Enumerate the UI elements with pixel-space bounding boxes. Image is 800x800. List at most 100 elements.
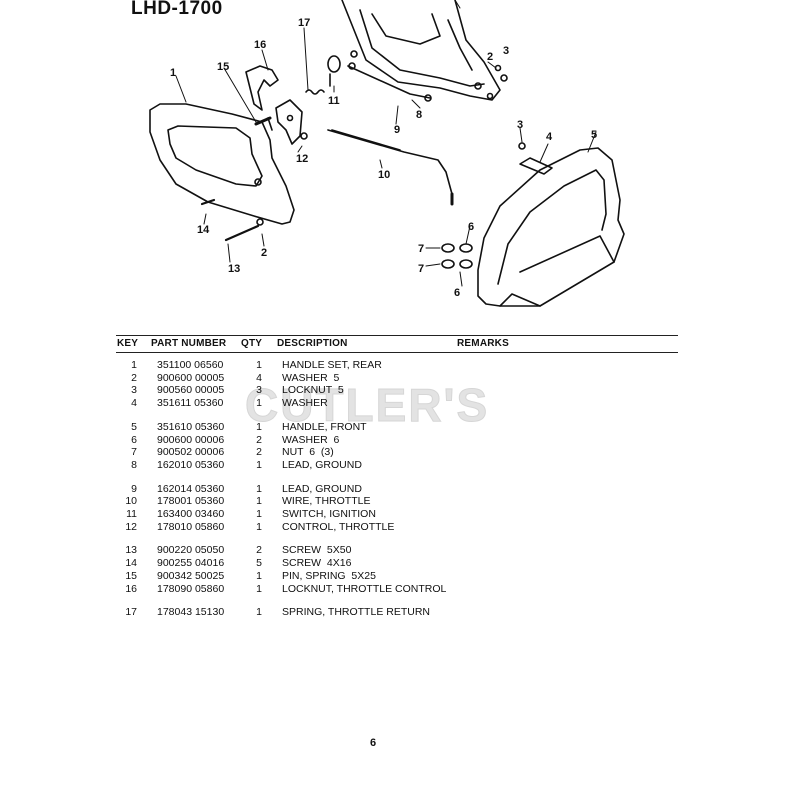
callout-10: 10: [378, 169, 390, 181]
table-row: 12 178010 05860 1 CONTROL, THROTTLE: [0, 521, 800, 534]
table-row: 1 351100 06560 1 HANDLE SET, REAR: [0, 359, 800, 372]
qty-cell: 1: [256, 420, 262, 433]
key-cell: 14: [125, 557, 137, 570]
description-cell: WASHER 6: [282, 433, 340, 446]
key-cell: 7: [131, 446, 137, 459]
table-row: 16 178090 05860 1 LOCKNUT, THROTTLE CONTROL: [0, 583, 800, 596]
table-row: 6 900600 00006 2 WASHER 6: [0, 434, 800, 447]
header-key: KEY: [117, 338, 139, 349]
qty-cell: 2: [256, 544, 262, 557]
callout-3b: 3: [503, 45, 509, 57]
part-number-cell: 178010 05860: [157, 520, 225, 533]
description-cell: NUT 6 (3): [282, 446, 334, 459]
description-cell: SCREW 4X16: [282, 557, 352, 570]
key-cell: 16: [125, 582, 137, 595]
description-cell: SCREW 5X50: [282, 544, 352, 557]
description-cell: HANDLE, FRONT: [282, 420, 367, 433]
callout-3: 3: [517, 119, 523, 131]
callout-11: 11: [328, 95, 340, 107]
watermark: CUTLER'S: [244, 379, 490, 432]
callout-6: 6: [468, 221, 474, 233]
qty-cell: 1: [256, 359, 262, 371]
key-cell: 4: [131, 397, 137, 410]
table-row: 14 900255 04016 5 SCREW 4X16: [0, 557, 800, 570]
key-cell: 5: [131, 420, 137, 433]
part-number-cell: 900220 05050: [157, 544, 225, 557]
qty-cell: 1: [256, 482, 262, 495]
part-number-cell: 900502 00006: [157, 446, 225, 459]
description-cell: HANDLE SET, REAR: [282, 359, 382, 371]
model-title: LHD-1700: [131, 0, 223, 19]
key-cell: 15: [125, 569, 137, 582]
description-cell: WASHER: [282, 397, 328, 410]
key-cell: 6: [131, 433, 137, 446]
description-cell: SPRING, THROTTLE RETURN: [282, 606, 430, 619]
callout-12: 12: [296, 153, 308, 165]
part-number-cell: 900600 00006: [157, 433, 225, 446]
part-number-cell: 162010 05360: [157, 458, 225, 471]
part-number-cell: 178001 05360: [157, 495, 225, 508]
table-row: 13 900220 05050 2 SCREW 5X50: [0, 544, 800, 557]
callout-7: 7: [418, 243, 424, 255]
part-number-cell: 162014 05360: [157, 482, 225, 495]
key-cell: 12: [125, 520, 137, 533]
callout-7b: 7: [418, 263, 424, 275]
qty-cell: 1: [256, 569, 262, 582]
front-handle: [477, 147, 625, 307]
description-cell: LOCKNUT, THROTTLE CONTROL: [282, 582, 447, 595]
key-cell: 13: [125, 544, 137, 557]
header-part-number: PART NUMBER: [151, 338, 227, 349]
qty-cell: 3: [256, 384, 262, 397]
callout-5: 5: [591, 129, 597, 141]
key-cell: 1: [131, 359, 137, 371]
key-cell: 8: [131, 458, 137, 471]
key-cell: 10: [125, 495, 137, 508]
callout-14: 14: [197, 224, 210, 236]
table-row: 15 900342 50025 1 PIN, SPRING 5X25: [0, 570, 800, 583]
description-cell: WIRE, THROTTLE: [282, 495, 371, 508]
qty-cell: 1: [256, 508, 262, 520]
part-number-cell: 351611 05360: [157, 397, 224, 410]
rear-handle: [149, 103, 295, 225]
callout-9: 9: [394, 124, 400, 136]
callout-2b: 2: [487, 51, 493, 63]
qty-cell: 2: [256, 433, 262, 446]
table-header-rule: [116, 352, 678, 353]
part-number-cell: 178043 15130: [157, 606, 225, 619]
qty-cell: 1: [256, 495, 262, 508]
qty-cell: 1: [256, 582, 262, 595]
part-number-cell: 900560 00005: [157, 384, 225, 397]
callout-6b: 6: [454, 287, 460, 299]
description-cell: PIN, SPRING 5X25: [282, 569, 376, 582]
page-number: 6: [370, 737, 377, 749]
qty-cell: 5: [256, 557, 262, 570]
callout-8: 8: [416, 109, 422, 121]
callout-16: 16: [254, 39, 266, 51]
key-cell: 17: [125, 606, 137, 619]
part-number-cell: 351100 06560: [157, 359, 224, 371]
description-cell: CONTROL, THROTTLE: [282, 520, 395, 533]
engine-body: [341, 0, 501, 101]
part-number-cell: 163400 03460: [157, 508, 225, 520]
header-description: DESCRIPTION: [277, 338, 348, 349]
part-number-cell: 900342 50025: [157, 569, 225, 582]
qty-cell: 1: [256, 520, 262, 533]
header-remarks: REMARKS: [457, 338, 509, 349]
part-number-cell: 900255 04016: [157, 557, 225, 570]
description-cell: LEAD, GROUND: [282, 458, 362, 471]
header-qty: QTY: [241, 338, 263, 349]
key-cell: 9: [131, 482, 137, 495]
exploded-parts-diagram: 17 16 15 1 11 8 9 12 10 14 13 2 3 4 5 6 …: [149, 0, 625, 307]
key-cell: 3: [131, 384, 137, 397]
callout-4: 4: [546, 131, 553, 143]
table-row: 10 178001 05360 1 WIRE, THROTTLE: [0, 495, 800, 508]
description-cell: SWITCH, IGNITION: [282, 508, 376, 520]
callout-2: 2: [261, 247, 267, 259]
description-cell: WASHER 5: [282, 371, 340, 384]
part-number-cell: 178090 05860: [157, 582, 225, 595]
